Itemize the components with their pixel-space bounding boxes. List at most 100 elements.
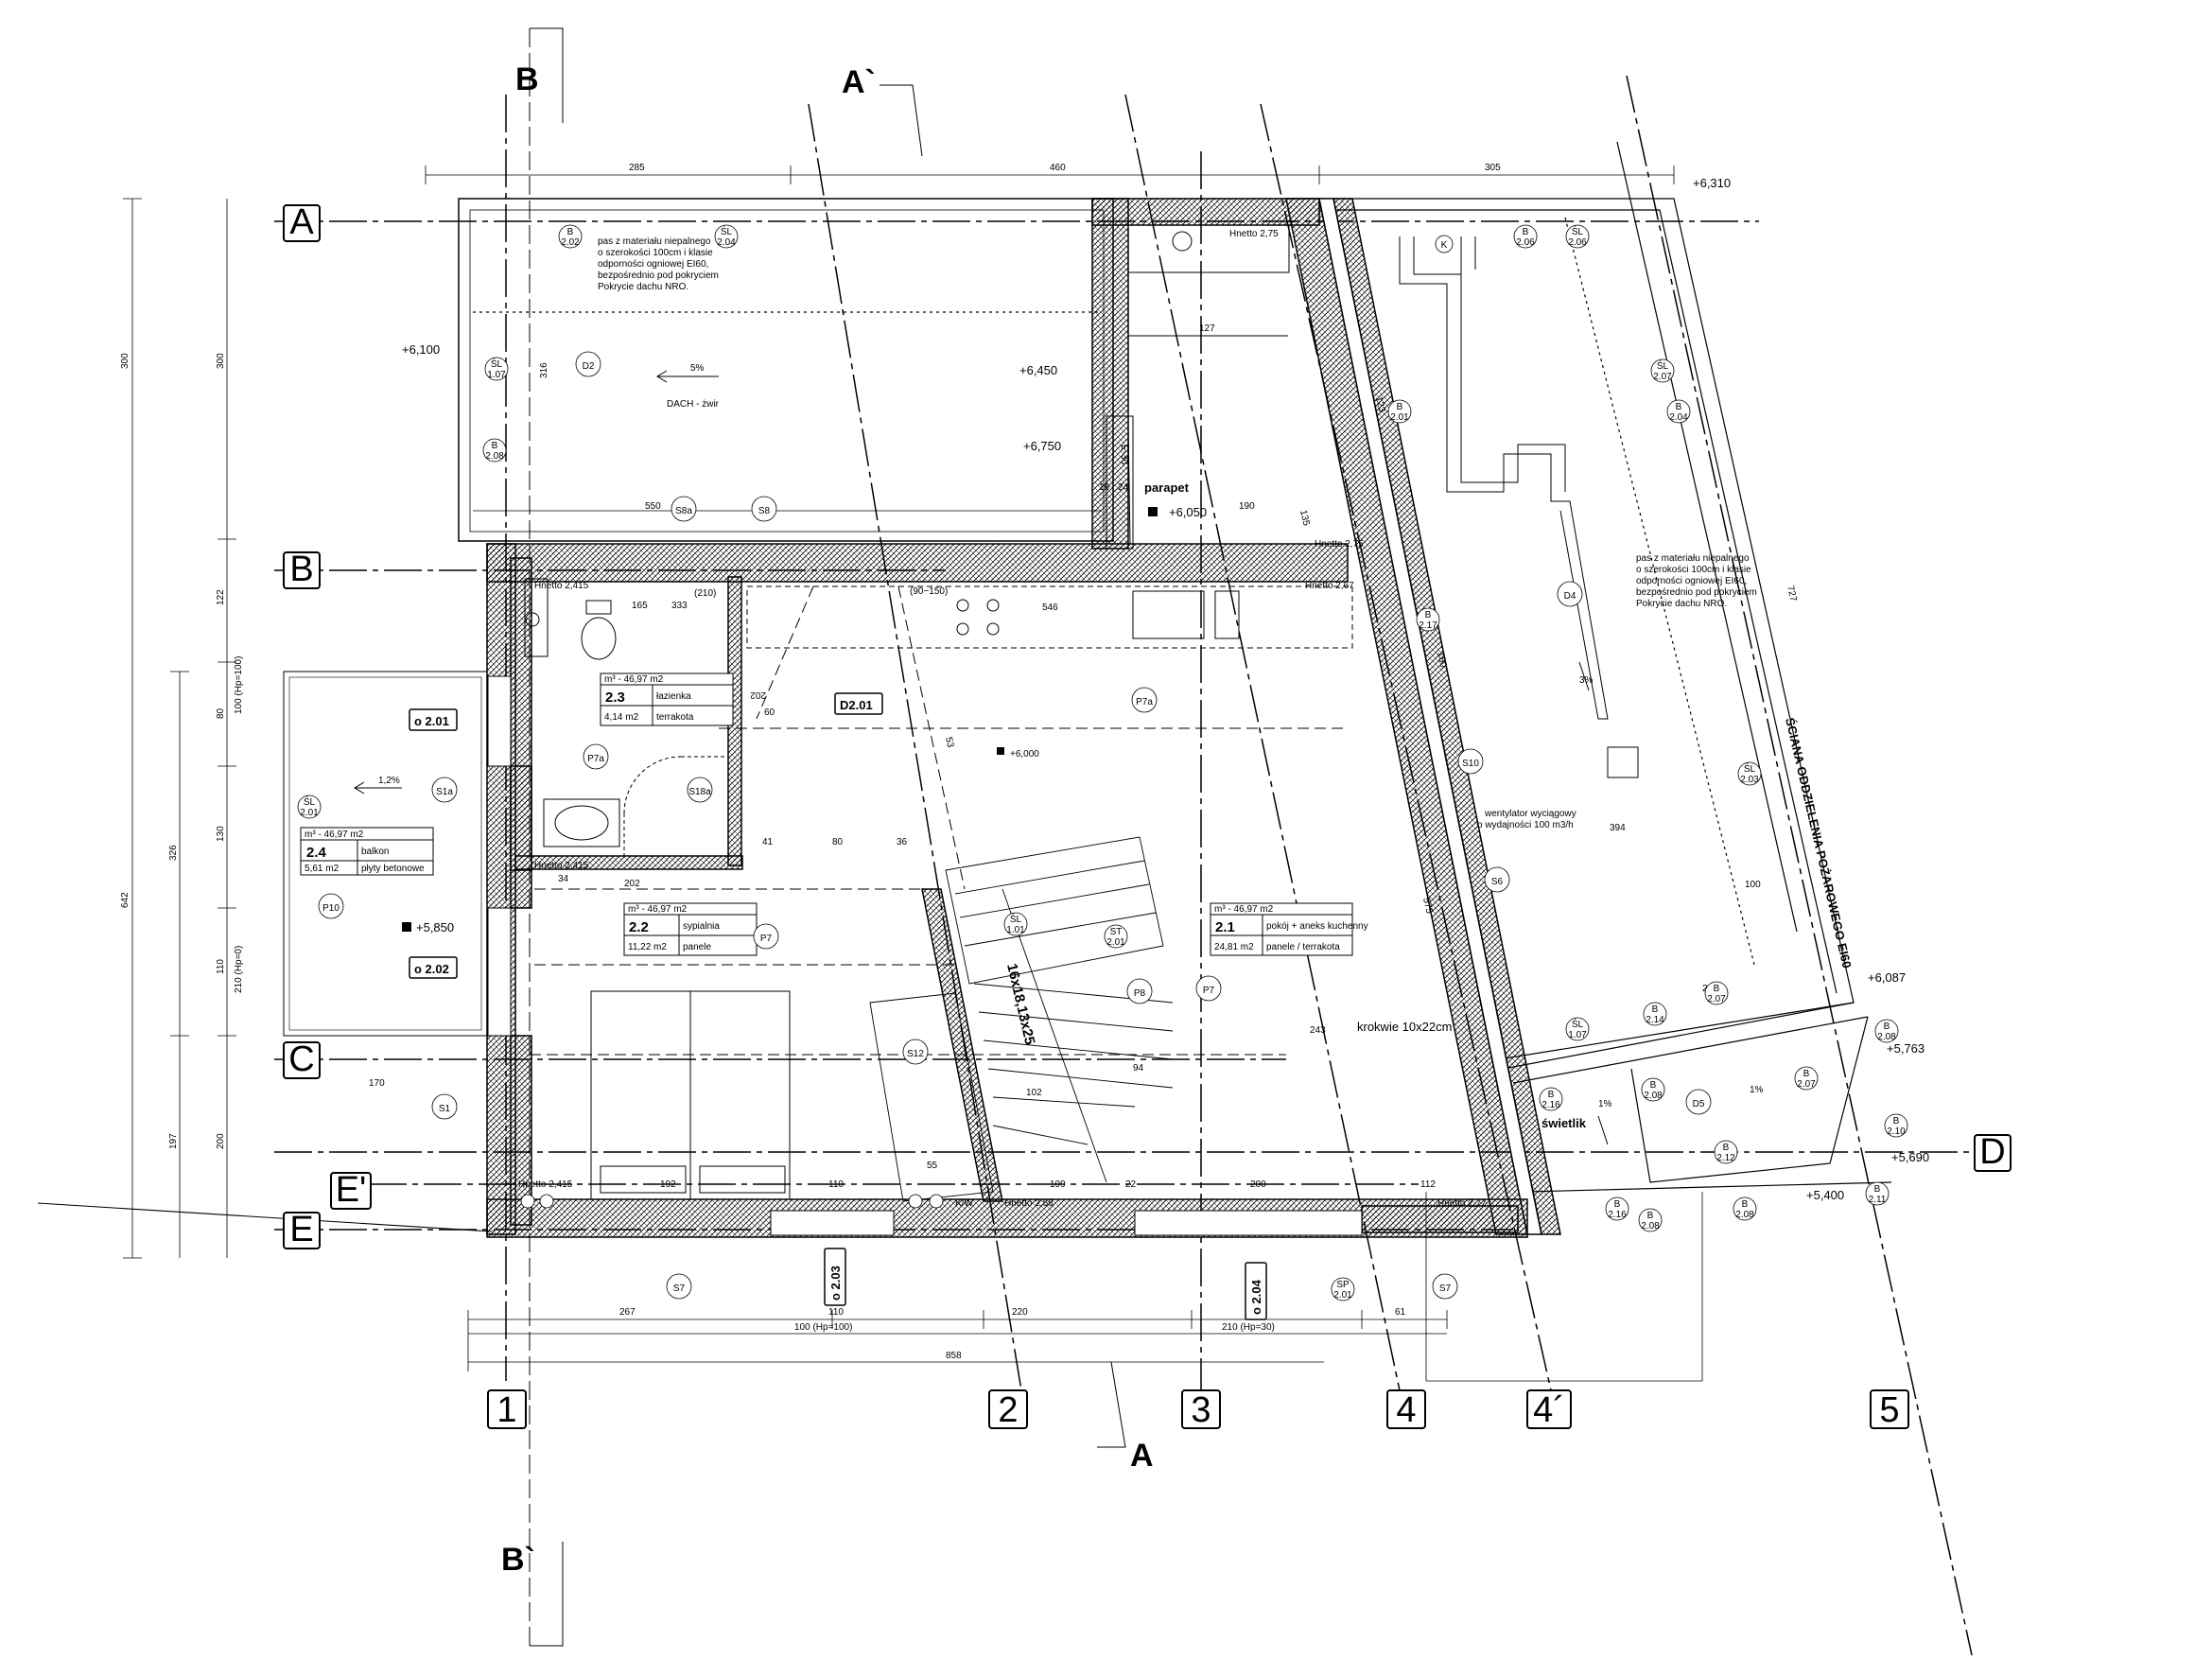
svg-text:243: 243 <box>1310 1025 1326 1036</box>
svg-text:2.04: 2.04 <box>1669 412 1688 423</box>
b-circles <box>482 224 1908 1232</box>
svg-text:2.01: 2.01 <box>1390 412 1409 423</box>
svg-text:+5,400: +5,400 <box>1806 1188 1844 1202</box>
svg-text:200: 200 <box>216 1133 226 1149</box>
note-fire-strip-right: pas z materiału niepalnego o szerokości … <box>1636 553 1757 609</box>
svg-text:(90−150): (90−150) <box>910 586 948 597</box>
axis-row-a: A <box>289 202 314 242</box>
svg-text:110: 110 <box>828 1307 844 1318</box>
svg-text:B: B <box>1650 1080 1657 1091</box>
svg-text:575: 575 <box>1420 897 1435 915</box>
svg-text:B: B <box>1652 1004 1659 1015</box>
sl-circles <box>297 224 1762 1041</box>
section-b-top: B <box>515 61 539 97</box>
svg-text:B: B <box>492 441 498 451</box>
svg-text:109: 109 <box>1050 1179 1066 1190</box>
svg-text:190: 190 <box>1239 501 1255 512</box>
svg-text:5%: 5% <box>690 363 705 374</box>
svg-text:546: 546 <box>1042 602 1058 613</box>
svg-text:m³ - 46,97 m2: m³ - 46,97 m2 <box>1214 904 1274 915</box>
tag-p7-living: P7 <box>1203 986 1215 996</box>
svg-text:ŚL: ŚL <box>1010 913 1022 925</box>
k-symbol: K <box>1441 240 1448 251</box>
svg-text:2.14: 2.14 <box>1646 1015 1664 1025</box>
svg-text:balkon: balkon <box>361 847 389 857</box>
svg-text:Hnetto 2,58: Hnetto 2,58 <box>1004 1198 1054 1209</box>
right-roof-outline <box>1319 141 1892 1193</box>
svg-text:łazienka: łazienka <box>656 691 691 702</box>
slopes: 5% 1,2% 3% 1% 1% <box>378 363 1764 1109</box>
svg-text:odporności ogniowej EI60,: odporności ogniowej EI60, <box>598 259 708 270</box>
svg-text:41: 41 <box>762 837 774 847</box>
svg-text:+6,310: +6,310 <box>1693 176 1731 190</box>
svg-text:326: 326 <box>168 845 179 861</box>
elevations: +6,310 +6,100 +6,450 +6,750 +6,050 +6,00… <box>402 176 1929 1202</box>
svg-text:55: 55 <box>927 1161 938 1171</box>
svg-text:53: 53 <box>943 736 955 749</box>
svg-text:(210): (210) <box>694 588 716 599</box>
svg-text:2.02: 2.02 <box>561 237 580 248</box>
axis-row-b: B <box>289 550 313 589</box>
svg-text:B: B <box>1803 1069 1810 1079</box>
window-tag-o202: o 2.02 <box>414 962 449 976</box>
axis-col-5: 5 <box>1879 1390 1899 1430</box>
svg-text:2.08: 2.08 <box>1644 1091 1663 1101</box>
svg-text:210 (Hp=30): 210 (Hp=30) <box>1222 1322 1275 1333</box>
svg-text:2.08: 2.08 <box>1641 1221 1660 1231</box>
svg-text:123: 123 <box>1373 395 1387 413</box>
svg-text:122: 122 <box>216 589 226 605</box>
tag-p8: P8 <box>1134 988 1146 999</box>
svg-text:pokój + aneks kuchenny: pokój + aneks kuchenny <box>1266 921 1368 932</box>
tag-d4: D4 <box>1564 591 1576 602</box>
svg-text:+6,050: +6,050 <box>1169 505 1207 519</box>
kitchen-fixtures <box>746 585 1353 649</box>
svg-text:B: B <box>567 227 574 237</box>
tag-d2: D2 <box>583 361 595 372</box>
svg-text:202: 202 <box>624 879 640 889</box>
svg-text:2.01: 2.01 <box>300 808 319 818</box>
svg-text:394: 394 <box>1610 823 1626 833</box>
net-heights: Hnetto 2,75 Hnetto 2,75 Hnetto 2,67 Hnet… <box>518 229 1487 1209</box>
rafters-label: krokwie 10x22cm <box>1357 1020 1452 1034</box>
svg-text:2.12: 2.12 <box>1716 1153 1735 1163</box>
svg-text:300: 300 <box>216 353 226 369</box>
svg-text:1%: 1% <box>1598 1099 1612 1109</box>
svg-text:285: 285 <box>629 163 645 173</box>
svg-text:150: 150 <box>1435 651 1449 669</box>
svg-text:sypialnia: sypialnia <box>683 921 720 932</box>
svg-text:wentylator wyciągowy: wentylator wyciągowy <box>1484 809 1576 819</box>
tag-s7-left: S7 <box>673 1284 686 1294</box>
window-tag-o203: o 2.03 <box>828 1266 843 1301</box>
svg-text:2.2: 2.2 <box>629 919 649 935</box>
svg-text:192: 192 <box>660 1179 676 1190</box>
door-tag-d201: D2.01 <box>840 698 873 712</box>
tag-p7-bedroom: P7 <box>760 934 773 944</box>
svg-text:+5,850: +5,850 <box>416 920 454 934</box>
svg-text:Hnetto 2,415: Hnetto 2,415 <box>534 581 589 591</box>
svg-text:100: 100 <box>1745 880 1761 890</box>
note-fire-strip-left: pas z materiału niepalnego o szerokości … <box>598 236 719 292</box>
axis-col-3: 3 <box>1191 1390 1211 1430</box>
axis-col-4-prime: 4´ <box>1533 1390 1565 1430</box>
svg-text:110: 110 <box>828 1179 844 1190</box>
svg-text:ŚL: ŚL <box>304 795 316 808</box>
tag-s1: S1 <box>439 1104 451 1114</box>
svg-text:+5,690: +5,690 <box>1891 1150 1929 1164</box>
svg-text:2.07: 2.07 <box>1797 1079 1816 1090</box>
dimension-text: 285 460 305 267 110 220 210 (Hp=30) 61 1… <box>120 163 1799 1361</box>
interior-dashes <box>530 585 1343 1056</box>
sl-circle-codes: ŚL2.04 ŚL1.07 ŚL2.06 ŚL2.07 ŚL1.01 ŚL1.0… <box>300 225 1759 1040</box>
svg-text:2.17: 2.17 <box>1419 620 1437 631</box>
tag-p7a-kitchen: P7a <box>1136 697 1153 707</box>
parapet-label: parapet <box>1144 480 1190 495</box>
svg-text:2.4: 2.4 <box>306 845 327 861</box>
section-a-top: A` <box>842 64 876 100</box>
room-box-2-4: m³ - 46,97 m2 2.4 balkon 5,61 m2 płyty b… <box>300 827 434 876</box>
b-circle-codes: B2.02 B2.08 B2.06 B2.01 B2.04 B2.17 B2.0… <box>485 227 1906 1231</box>
svg-text:858: 858 <box>946 1351 962 1361</box>
svg-text:B: B <box>1676 402 1682 412</box>
svg-text:2.06: 2.06 <box>1516 237 1535 248</box>
svg-text:127: 127 <box>1199 323 1215 334</box>
svg-text:11,22 m2: 11,22 m2 <box>628 942 667 952</box>
st-sp-circles <box>1104 924 1355 1301</box>
